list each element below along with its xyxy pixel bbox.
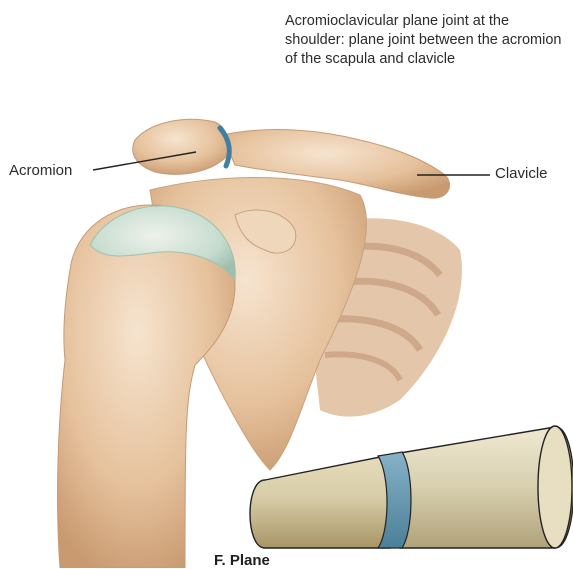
acromion-shape: [133, 119, 229, 174]
plane-joint-label: F. Plane: [214, 552, 270, 569]
plane-joint-model: [250, 426, 573, 548]
